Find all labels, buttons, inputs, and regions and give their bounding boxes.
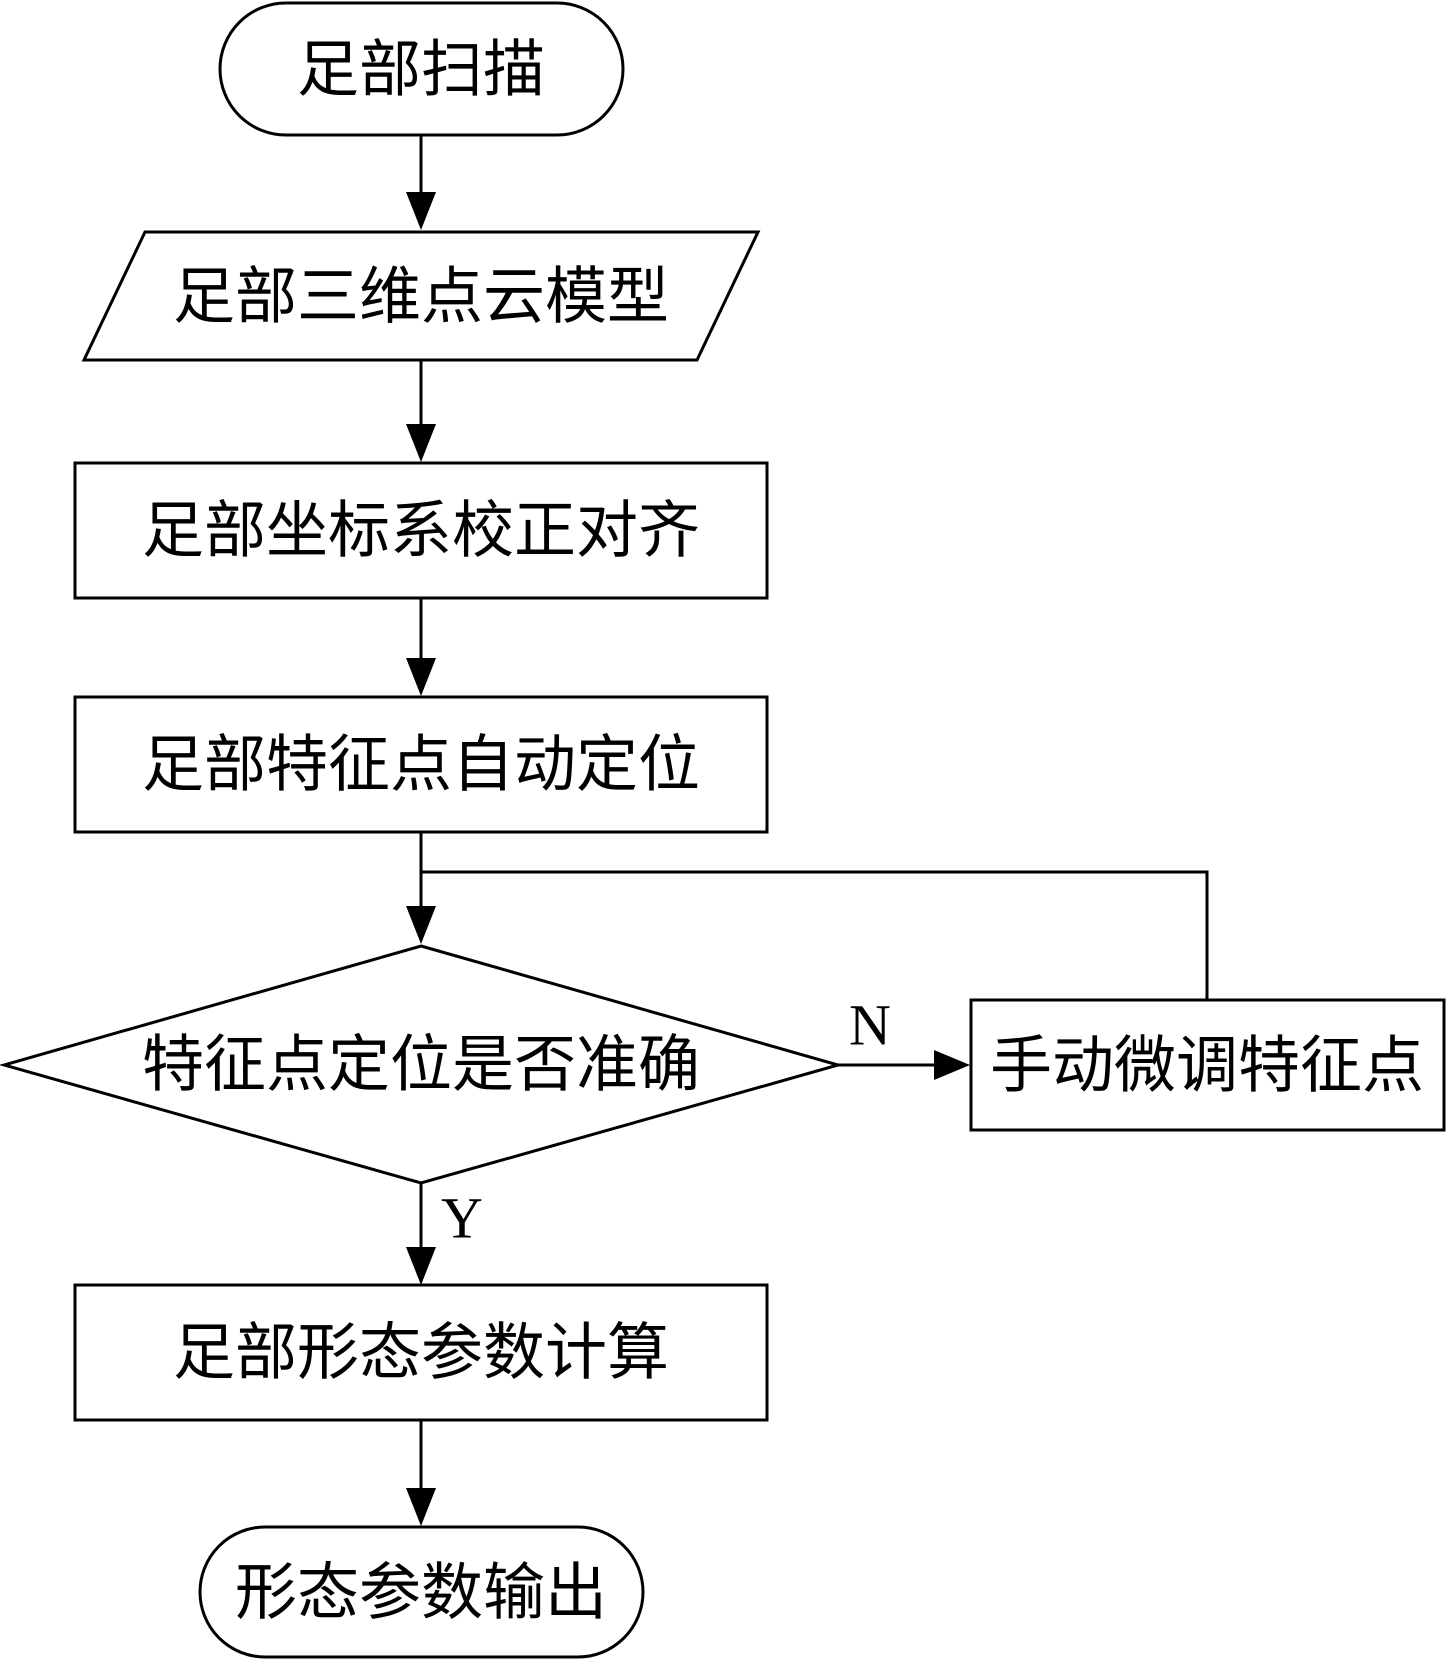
start-label: 足部扫描 — [297, 33, 545, 106]
arrow-model-to-align — [406, 360, 436, 462]
adjust-process-box: 手动微调特征点 — [969, 998, 1446, 1132]
compute-process-box: 足部形态参数计算 — [73, 1283, 769, 1422]
arrow-decision-yes: Y — [406, 1183, 483, 1285]
end-terminator: 形态参数输出 — [198, 1525, 645, 1659]
branch-no-label: N — [849, 993, 891, 1058]
end-label: 形态参数输出 — [235, 1556, 607, 1629]
arrow-start-to-model — [406, 135, 436, 230]
align-process-box: 足部坐标系校正对齐 — [73, 461, 769, 600]
arrow-decision-no: N — [838, 993, 970, 1080]
arrow-align-to-locate — [406, 598, 436, 696]
decision-diamond: 特征点定位是否准确 — [0, 944, 844, 1185]
arrow-compute-to-end — [406, 1420, 436, 1526]
arrow-locate-to-decision — [406, 832, 436, 944]
locate-label: 足部特征点自动定位 — [142, 728, 700, 801]
locate-process-box: 足部特征点自动定位 — [73, 695, 769, 834]
model-data-parallelogram: 足部三维点云模型 — [81, 230, 761, 362]
branch-yes-label: Y — [441, 1186, 483, 1251]
adjust-label: 手动微调特征点 — [990, 1029, 1424, 1102]
align-label: 足部坐标系校正对齐 — [142, 494, 700, 567]
compute-label: 足部形态参数计算 — [173, 1316, 669, 1389]
loop-back-connector — [421, 870, 1209, 1000]
model-label: 足部三维点云模型 — [173, 260, 669, 333]
start-terminator: 足部扫描 — [218, 1, 625, 137]
decision-label: 特征点定位是否准确 — [142, 1028, 700, 1101]
